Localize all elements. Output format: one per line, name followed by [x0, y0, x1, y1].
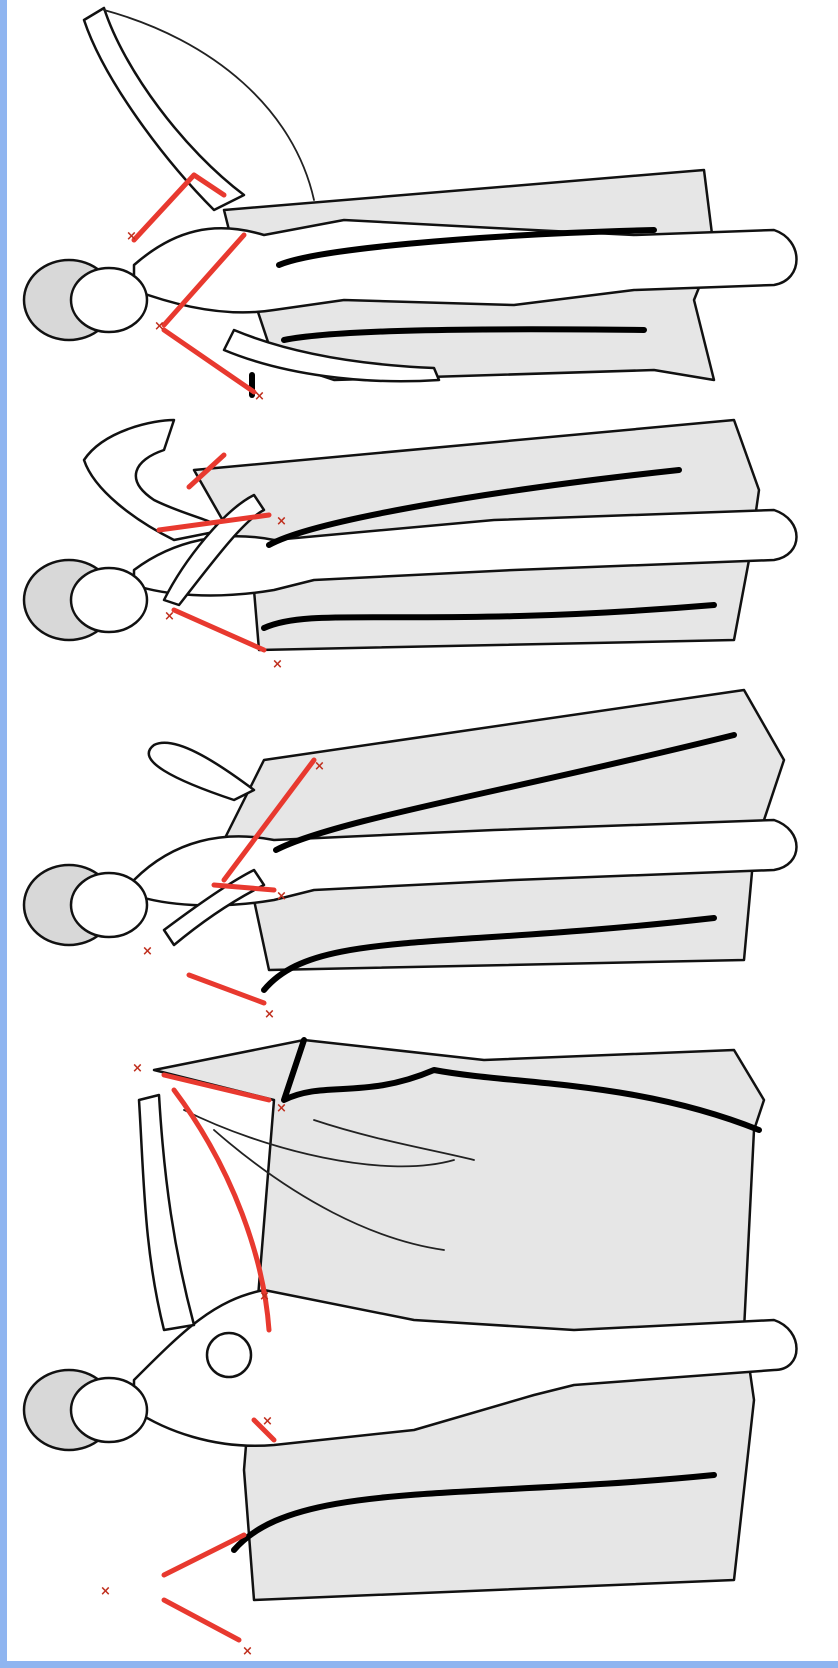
head-1: [71, 268, 147, 332]
mark-4d: ×: [100, 1584, 111, 1599]
raised-arm-1: [84, 8, 244, 210]
arm-4: [139, 1095, 194, 1330]
red-guide-2b: [174, 610, 264, 650]
mark-2c: ×: [276, 514, 287, 529]
mark-4a: ×: [132, 1061, 143, 1076]
mark-4c: ×: [259, 1289, 270, 1304]
mark-4f: ×: [262, 1414, 273, 1429]
mark-2a: ×: [164, 609, 175, 624]
red-guide-4d: [164, 1600, 239, 1640]
mark-1a: ×: [126, 229, 137, 244]
mark-3a: ×: [142, 944, 153, 959]
head-4: [71, 1378, 147, 1442]
mark-4b: ×: [276, 1101, 287, 1116]
figure-step-1: × × ×: [24, 8, 797, 404]
mark-1b: ×: [154, 319, 165, 334]
arm-3a: [149, 743, 254, 800]
mark-1c: ×: [254, 389, 265, 404]
head-3: [71, 873, 147, 937]
head-2: [71, 568, 147, 632]
red-guide-3c: [189, 975, 264, 1003]
mark-4e: ×: [242, 1644, 253, 1659]
figure-step-4: × × × × × ×: [24, 1040, 797, 1659]
mark-3d: ×: [314, 759, 325, 774]
drape-illustration: × × × × × × × × × ×: [14, 0, 838, 1661]
mark-2b: ×: [272, 657, 283, 672]
figure-step-3: × × × ×: [24, 690, 797, 1022]
figure-body-1: [134, 220, 797, 312]
red-guide-4c: [164, 1535, 244, 1575]
breast-4: [207, 1333, 251, 1377]
mark-3c: ×: [264, 1007, 275, 1022]
figure-step-2: × × ×: [24, 420, 797, 672]
mark-3b: ×: [276, 889, 287, 904]
